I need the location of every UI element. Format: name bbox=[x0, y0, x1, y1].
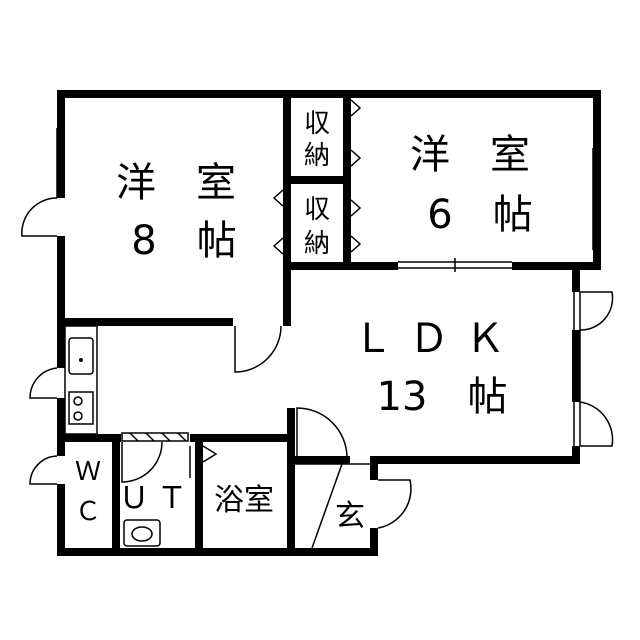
wc-bottom: Ｃ bbox=[75, 497, 101, 527]
bath-label: 浴室 bbox=[214, 483, 274, 518]
walls bbox=[57, 90, 601, 556]
room-labels: 洋 室 8 帖 洋 室 6 帖 収 納 収 納 ＬＤＫ 13 帖 Ｗ Ｃ ＵＴ … bbox=[75, 109, 533, 534]
entrance-label: 玄 bbox=[335, 499, 365, 534]
closet-door-marks bbox=[189, 99, 362, 478]
washer-area bbox=[121, 432, 189, 442]
western-6-size: 6 帖 bbox=[427, 192, 532, 238]
western-6-name: 洋 室 bbox=[410, 132, 530, 178]
storage-1-bottom: 納 bbox=[304, 141, 330, 171]
toilet-icon bbox=[123, 519, 161, 547]
sink-icon bbox=[68, 337, 94, 375]
western-8-size: 8 帖 bbox=[131, 218, 236, 264]
storage-2-top: 収 bbox=[304, 195, 330, 225]
kitchen-counter bbox=[64, 325, 98, 435]
stove-icon bbox=[68, 391, 94, 425]
ldk-name: ＬＤＫ bbox=[353, 316, 521, 362]
storage-2-bottom: 納 bbox=[304, 229, 330, 259]
wc-top: Ｗ bbox=[75, 457, 101, 487]
door-swing-icon bbox=[21, 197, 614, 529]
storage-1-top: 収 bbox=[304, 109, 330, 139]
entrance-step bbox=[295, 463, 370, 549]
ldk-size: 13 帖 bbox=[377, 374, 508, 420]
ut-label: ＵＴ bbox=[119, 481, 195, 516]
window-icon bbox=[56, 128, 600, 446]
western-8-name: 洋 室 bbox=[116, 160, 236, 206]
